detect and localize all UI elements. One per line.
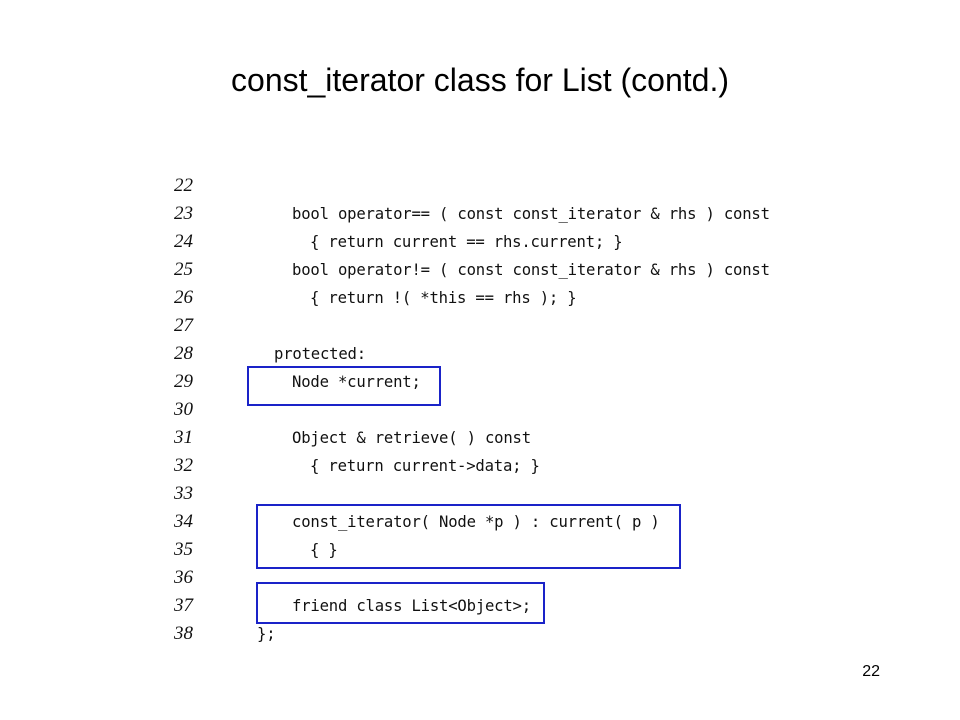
line-code: friend class List<Object>; xyxy=(292,597,531,615)
highlight-box-constructor xyxy=(256,504,681,569)
page-number: 22 xyxy=(862,663,880,680)
code-line: 37 friend class List<Object>; xyxy=(0,592,960,620)
line-number: 36 xyxy=(174,567,193,588)
line-number: 33 xyxy=(174,483,193,504)
code-line: 26 { return !( *this == rhs ); } xyxy=(0,284,960,312)
line-code: Node *current; xyxy=(292,373,421,391)
line-number: 29 xyxy=(174,371,193,392)
line-code: { } xyxy=(310,541,338,559)
line-number: 22 xyxy=(174,175,193,196)
line-number: 26 xyxy=(174,287,193,308)
code-line: 22 xyxy=(0,172,960,200)
code-line: 29 Node *current; xyxy=(0,368,960,396)
line-number: 38 xyxy=(174,623,193,644)
line-code: { return current->data; } xyxy=(310,457,540,475)
line-number: 23 xyxy=(174,203,193,224)
line-code: protected: xyxy=(274,345,366,363)
code-line: 38 }; xyxy=(0,620,960,648)
code-line: 24 { return current == rhs.current; } xyxy=(0,228,960,256)
line-number: 24 xyxy=(174,231,193,252)
code-line: 23 bool operator== ( const const_iterato… xyxy=(0,200,960,228)
line-code: bool operator== ( const const_iterator &… xyxy=(292,205,770,223)
code-line: 34 const_iterator( Node *p ) : current( … xyxy=(0,508,960,536)
code-line: 33 xyxy=(0,480,960,508)
highlight-box-current xyxy=(247,366,441,406)
code-line: 30 xyxy=(0,396,960,424)
line-number: 37 xyxy=(174,595,193,616)
highlight-box-friend xyxy=(256,582,545,624)
code-line: 36 xyxy=(0,564,960,592)
code-line: 32 { return current->data; } xyxy=(0,452,960,480)
line-code: bool operator!= ( const const_iterator &… xyxy=(292,261,770,279)
line-code: Object & retrieve( ) const xyxy=(292,429,531,447)
line-number: 27 xyxy=(174,315,193,336)
line-number: 31 xyxy=(174,427,193,448)
line-number: 34 xyxy=(174,511,193,532)
slide-title: const_iterator class for List (contd.) xyxy=(231,62,729,98)
line-code: { return !( *this == rhs ); } xyxy=(310,289,577,307)
code-line: 27 xyxy=(0,312,960,340)
line-number: 25 xyxy=(174,259,193,280)
line-number: 35 xyxy=(174,539,193,560)
line-code: const_iterator( Node *p ) : current( p ) xyxy=(292,513,660,531)
line-number: 28 xyxy=(174,343,193,364)
line-number: 32 xyxy=(174,455,193,476)
line-code: }; xyxy=(257,625,276,643)
code-line: 31 Object & retrieve( ) const xyxy=(0,424,960,452)
code-line: 25 bool operator!= ( const const_iterato… xyxy=(0,256,960,284)
code-line: 28 protected: xyxy=(0,340,960,368)
line-number: 30 xyxy=(174,399,193,420)
line-code: { return current == rhs.current; } xyxy=(310,233,623,251)
code-line: 35 { } xyxy=(0,536,960,564)
